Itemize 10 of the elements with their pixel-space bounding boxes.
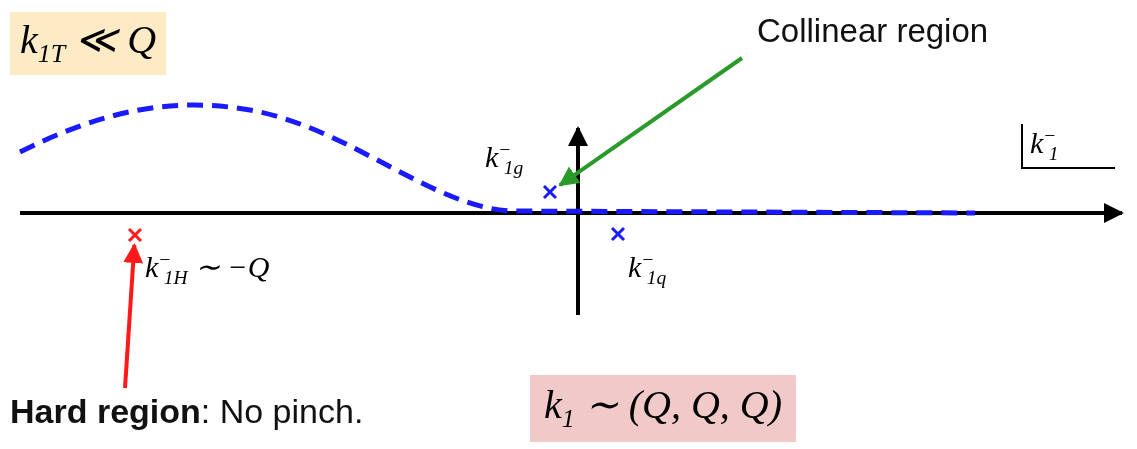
condition-label: k$_{1T}$ ≪ Q — [10, 12, 167, 75]
pole-marker — [608, 224, 628, 244]
arrow — [123, 243, 144, 389]
pole-label: k$^{−}$$_{1H}$ ∼ −Q — [145, 250, 270, 288]
region-annotation: Collinear region — [757, 12, 989, 50]
region-annotation: Hard region: No pinch. — [10, 392, 364, 431]
pole-marker — [125, 225, 145, 245]
pole-marker — [540, 182, 560, 202]
arrow — [558, 56, 744, 187]
region-momentum-label: k$_{1}$ ∼ (Q, Q, Q) — [530, 375, 797, 442]
